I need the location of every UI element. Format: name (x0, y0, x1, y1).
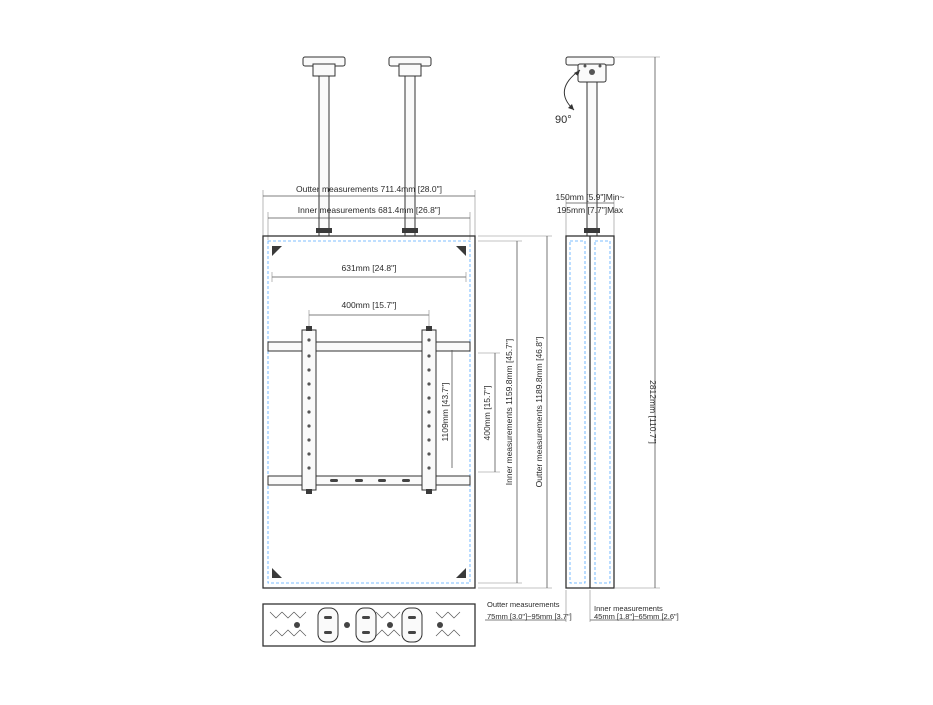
ceiling-mount-right (388, 56, 432, 237)
outer-width-dimension: Outter measurements 711.4mm [28.0"] (262, 184, 476, 236)
total-height-label: 2812mm [110.7"] (648, 380, 658, 444)
w400-label: 400mm [15.7"] (342, 300, 397, 310)
display-frame-side (565, 235, 615, 589)
outer-width-label: Outter measurements 711.4mm [28.0"] (296, 184, 442, 194)
angle-label: 90° (555, 114, 572, 126)
inner-width-label: Inner measurements 681.4mm [26.8"] (298, 205, 440, 215)
depth-min-label: 150mm [5.9"]Min~ (556, 192, 625, 202)
h400-label: 400mm [15.7"] (482, 386, 492, 441)
inner-height-label: Inner measurements 1159.8mm [45.7"] (504, 339, 514, 486)
depth-dimension: 150mm [5.9"]Min~ 195mm [7.7"]Max (556, 192, 625, 236)
outer-depth-callout: Outter measurements 75mm [3.0"]~95mm [3.… (485, 590, 572, 622)
vertical-bracket-left (301, 326, 317, 494)
h400-dimension: 400mm [15.7"] (478, 352, 500, 473)
vertical-bracket-right (421, 326, 437, 494)
angle-indicator: 90° (555, 69, 581, 126)
top-view-strip (262, 603, 476, 647)
w400-dimension: 400mm [15.7"] (308, 300, 430, 330)
outer-height-dimension: Outter measurements 1189.8mm [46.8"] (478, 235, 552, 589)
inner-depth-title: Inner measurements (594, 604, 663, 613)
display-frame-front (262, 235, 476, 589)
w631-dimension: 631mm [24.8"] (271, 263, 467, 282)
total-height-dimension: 2812mm [110.7"] (614, 56, 660, 589)
inner-depth-value: 45mm [1.8"]~65mm [2.6"] (594, 612, 679, 621)
inner-width-dimension: Inner measurements 681.4mm [26.8"] (267, 205, 471, 240)
inner-depth-callout: Inner measurements 45mm [1.8"]~65mm [2.6… (589, 590, 679, 622)
outer-depth-title: Outter measurements (487, 600, 560, 609)
depth-max-label: 195mm [7.7"]Max (557, 205, 624, 215)
outer-height-label: Outter measurements 1189.8mm [46.8"] (534, 337, 544, 488)
outer-depth-value: 75mm [3.0"]~95mm [3.7"] (487, 612, 572, 621)
ceiling-mount-left (302, 56, 346, 237)
w631-label: 631mm [24.8"] (342, 263, 397, 273)
inner-height-dimension: Inner measurements 1159.8mm [45.7"] (478, 240, 522, 584)
horizontal-rails (267, 341, 471, 486)
h1109-dimension: 1109mm [43.7"] (440, 350, 453, 468)
h1109-label: 1109mm [43.7"] (440, 382, 450, 441)
ceiling-mount-side (565, 56, 615, 237)
